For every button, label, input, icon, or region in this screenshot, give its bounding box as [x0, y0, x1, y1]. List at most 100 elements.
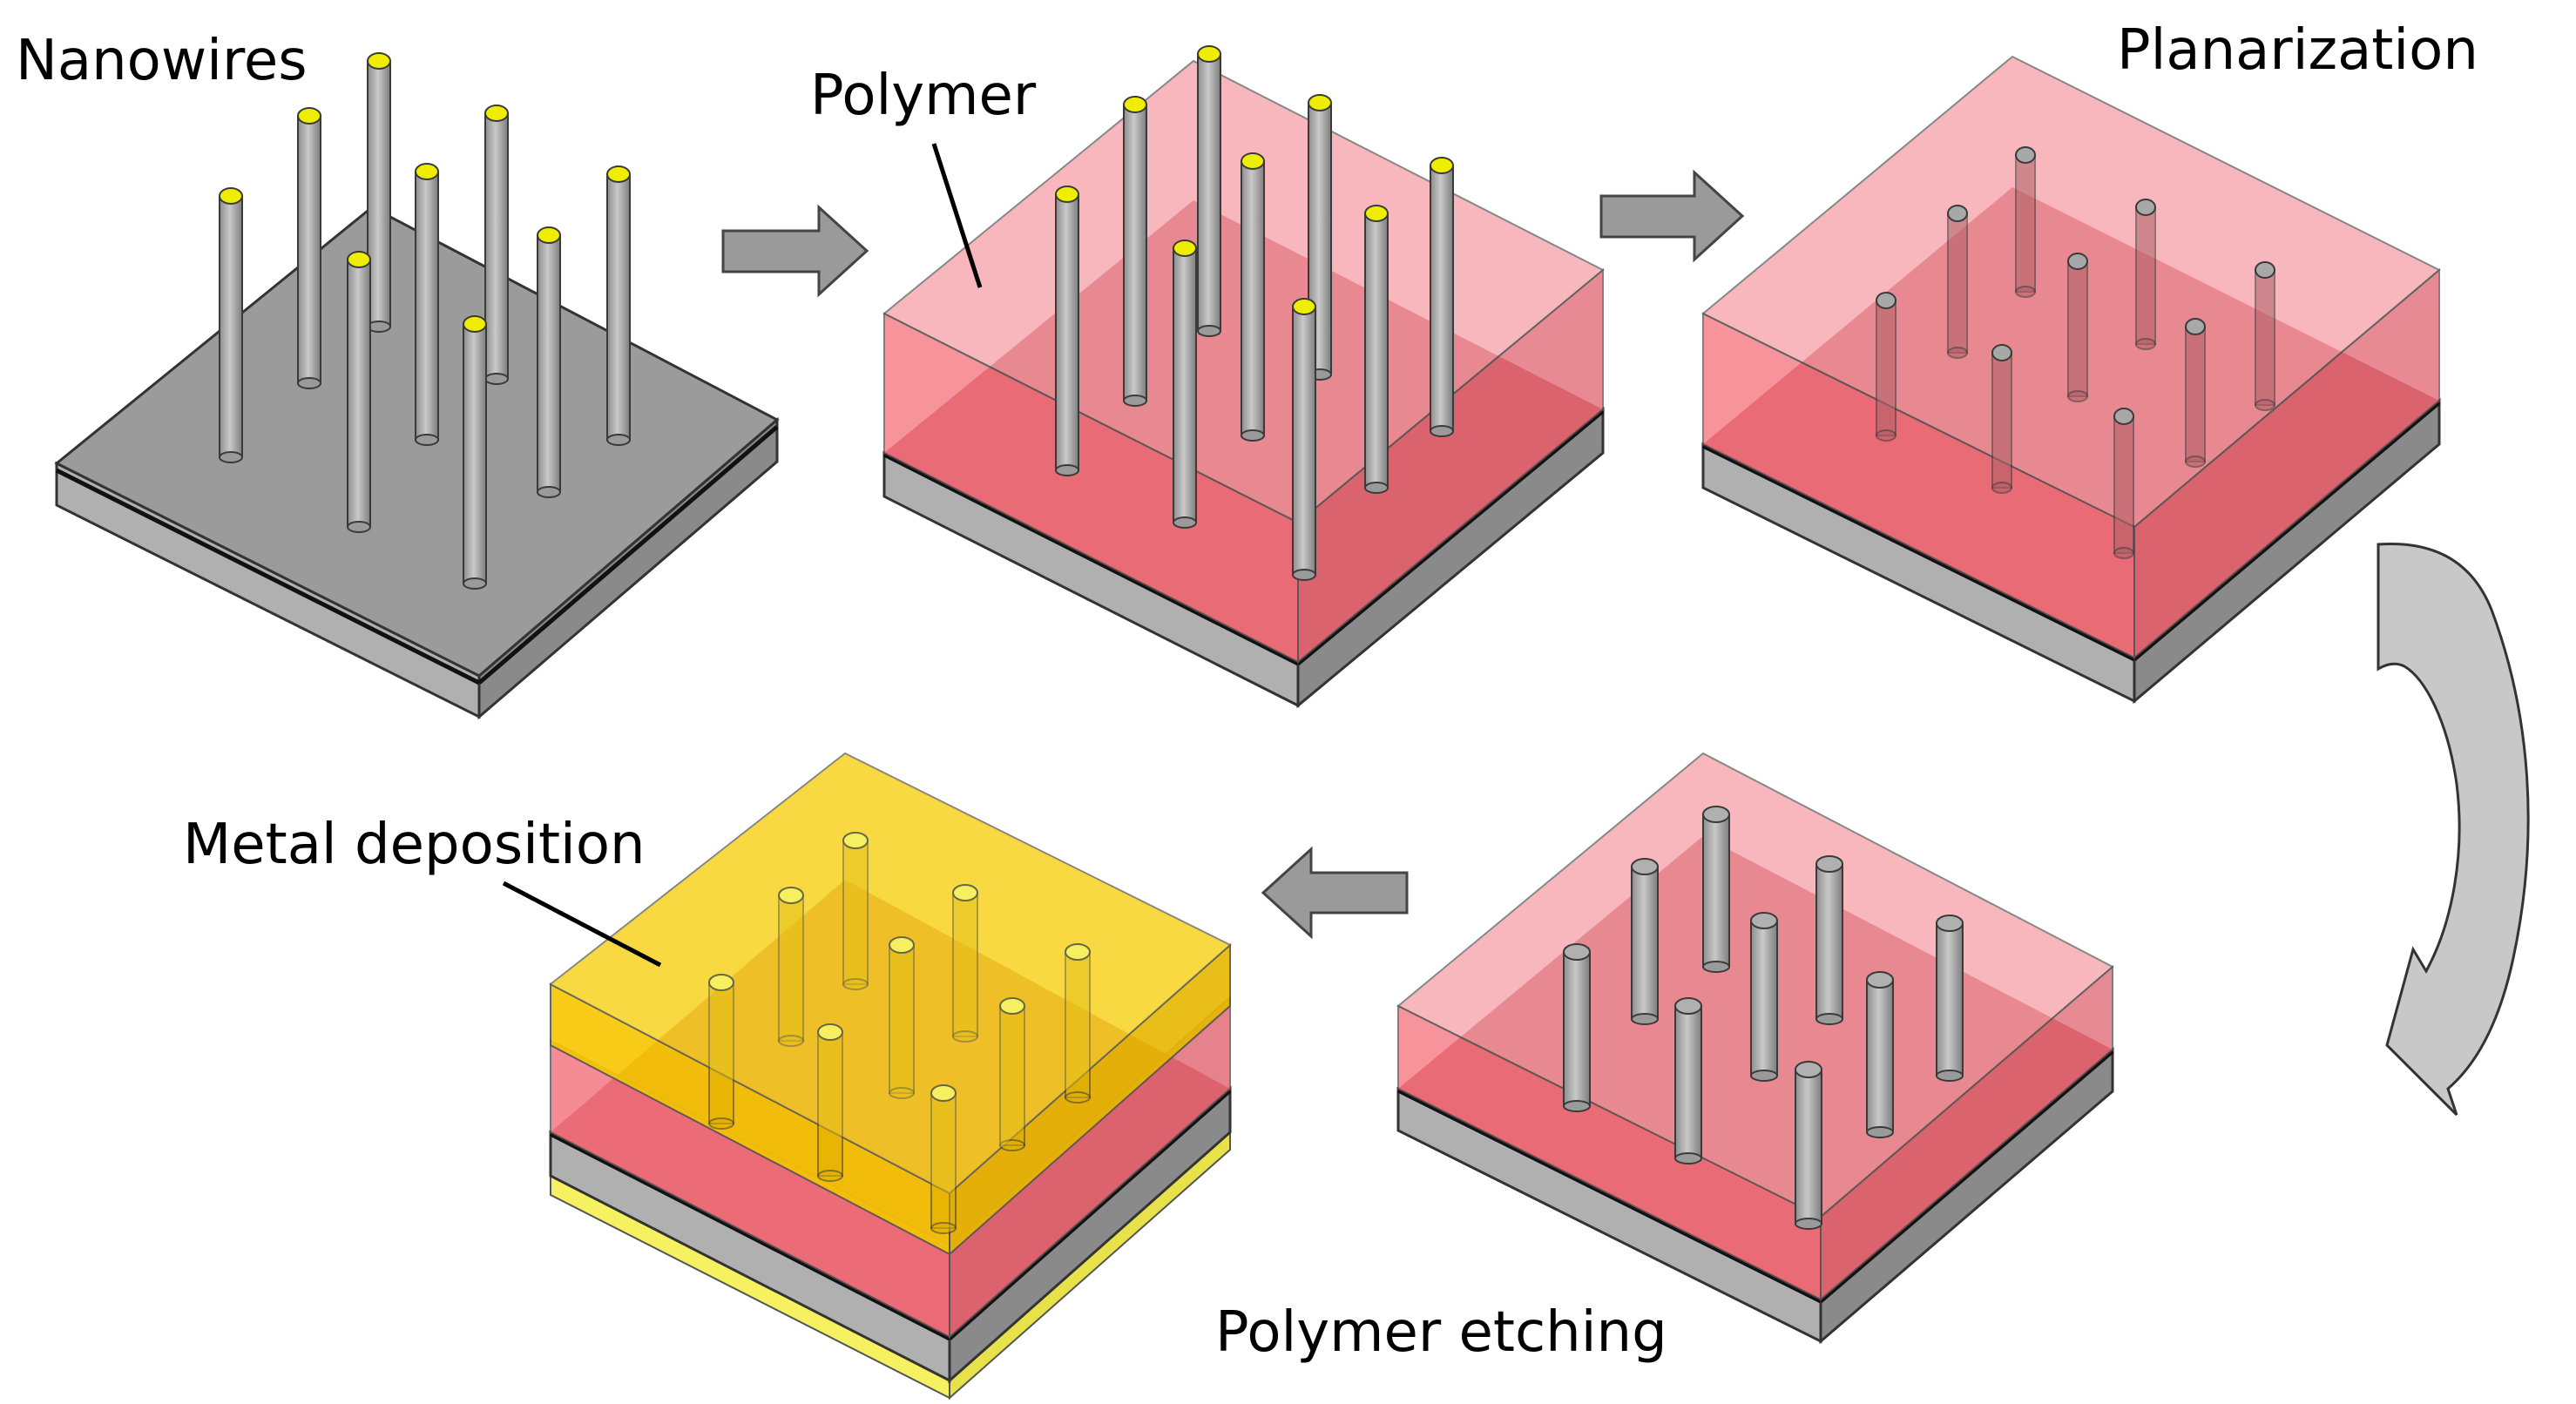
nanowire-tip	[708, 974, 734, 991]
nanowire-tip	[537, 226, 561, 244]
nanowire	[1815, 855, 1843, 1025]
nanowire	[2135, 199, 2156, 350]
nanowire-tip	[1631, 858, 1659, 875]
nanowire-tip	[2185, 318, 2206, 335]
nanowire	[463, 315, 487, 590]
arrow-step4-to-step5	[1261, 846, 1409, 940]
label-planarization: Planarization	[2117, 18, 2478, 83]
nanowire	[1866, 971, 1894, 1138]
nanowire-tip	[484, 105, 509, 122]
nanowire	[1241, 152, 1265, 442]
step-polymer-etching	[1396, 752, 2114, 1345]
nanowire-tip	[1364, 205, 1389, 222]
nanowire-tip	[2255, 261, 2275, 279]
nanowire-tip	[1876, 292, 1897, 309]
label-nanowires: Nanowires	[16, 29, 308, 93]
nanowire-tip	[2067, 253, 2088, 270]
nanowire	[817, 1023, 843, 1182]
nanowire	[219, 187, 243, 463]
nanowire-tip	[1065, 943, 1091, 961]
nanowire-tip	[999, 997, 1025, 1015]
nanowire-tip	[1936, 915, 1964, 932]
label-polymer: Polymer	[810, 64, 1037, 128]
nanowire	[1947, 205, 1968, 359]
nanowire	[537, 226, 561, 498]
nanowire-group	[1563, 806, 1964, 1230]
nanowire	[708, 974, 734, 1130]
nanowire-tip	[1866, 971, 1894, 989]
nanowire-tip	[1241, 152, 1265, 170]
nanowire-tip	[817, 1023, 843, 1041]
nanowire	[2113, 408, 2134, 559]
nanowire-tip	[463, 315, 487, 333]
nanowire	[1674, 997, 1702, 1164]
nanowire-tip	[2015, 146, 2036, 164]
nanowire	[606, 165, 631, 446]
nanowire-tip	[889, 936, 915, 954]
nanowire-tip	[1308, 94, 1332, 111]
nanowire-tip	[219, 187, 243, 205]
nanowire	[415, 163, 439, 446]
nanowire-tip	[367, 52, 391, 70]
nanowire	[1173, 240, 1197, 529]
nanowire-tip	[1991, 344, 2012, 361]
arrow-step2-to-step3	[1599, 169, 1745, 263]
label-metal-deposition: Metal deposition	[183, 813, 646, 877]
nanowire	[297, 107, 321, 389]
nanowire	[1292, 298, 1316, 581]
nanowire-tip	[1795, 1061, 1822, 1078]
nanowire	[1936, 915, 1964, 1082]
nanowire	[1631, 858, 1659, 1025]
nanowire	[952, 884, 978, 1043]
nanowire	[2015, 146, 2036, 298]
nanowire	[1055, 186, 1079, 476]
nanowire	[1430, 157, 1454, 437]
metal-top-highlight	[551, 753, 1230, 1193]
nanowire	[1197, 45, 1221, 337]
nanowire-group	[708, 832, 1091, 1234]
nanowire	[367, 52, 391, 333]
nanowire	[842, 832, 869, 990]
nanowire	[1750, 912, 1778, 1082]
nanowire	[1065, 943, 1091, 1104]
nanowire	[1123, 96, 1147, 407]
curved-arrow-step3-to-step4	[2377, 542, 2530, 1117]
nanowire-tip	[347, 251, 371, 268]
nanowire-tip	[1815, 855, 1843, 873]
nanowire-tip	[778, 887, 804, 904]
arrow-step1-to-step2	[721, 204, 869, 298]
nanowire	[999, 997, 1025, 1151]
nanowire-tip	[1292, 298, 1316, 315]
label-polymer-etching: Polymer etching	[1215, 1300, 1667, 1365]
nanowire-tip	[297, 107, 321, 125]
nanowire-group	[1055, 45, 1454, 581]
nanowire-group	[219, 52, 631, 590]
step-metal-deposition	[549, 752, 1232, 1401]
nanowire-tip	[606, 165, 631, 183]
nanowire	[2067, 253, 2088, 402]
step-planarization	[1701, 55, 2441, 705]
nanowire-tip	[1750, 912, 1778, 929]
nanowire-tip	[1563, 943, 1591, 961]
nanowire	[1991, 344, 2012, 494]
nanowire	[2185, 318, 2206, 468]
nanowire	[484, 105, 509, 385]
nanowire-tip	[952, 884, 978, 901]
nanowire-tip	[930, 1084, 957, 1102]
nanowire-tip	[2113, 408, 2134, 425]
nanowire-tip	[842, 832, 869, 849]
nanowire-tip	[1702, 806, 1730, 823]
nanowire-tip	[1430, 157, 1454, 174]
nanowire	[1702, 806, 1730, 973]
nanowire-tip	[1123, 96, 1147, 113]
step-nanowires	[54, 52, 780, 720]
nanowire	[1364, 205, 1389, 494]
nanowire-tip	[415, 163, 439, 180]
nanowire	[1563, 943, 1591, 1112]
nanowire	[930, 1084, 957, 1234]
nanowire-tip	[1173, 240, 1197, 257]
nanowire	[1795, 1061, 1822, 1230]
nanowire	[347, 251, 371, 533]
nanowire-tip	[1674, 997, 1702, 1015]
